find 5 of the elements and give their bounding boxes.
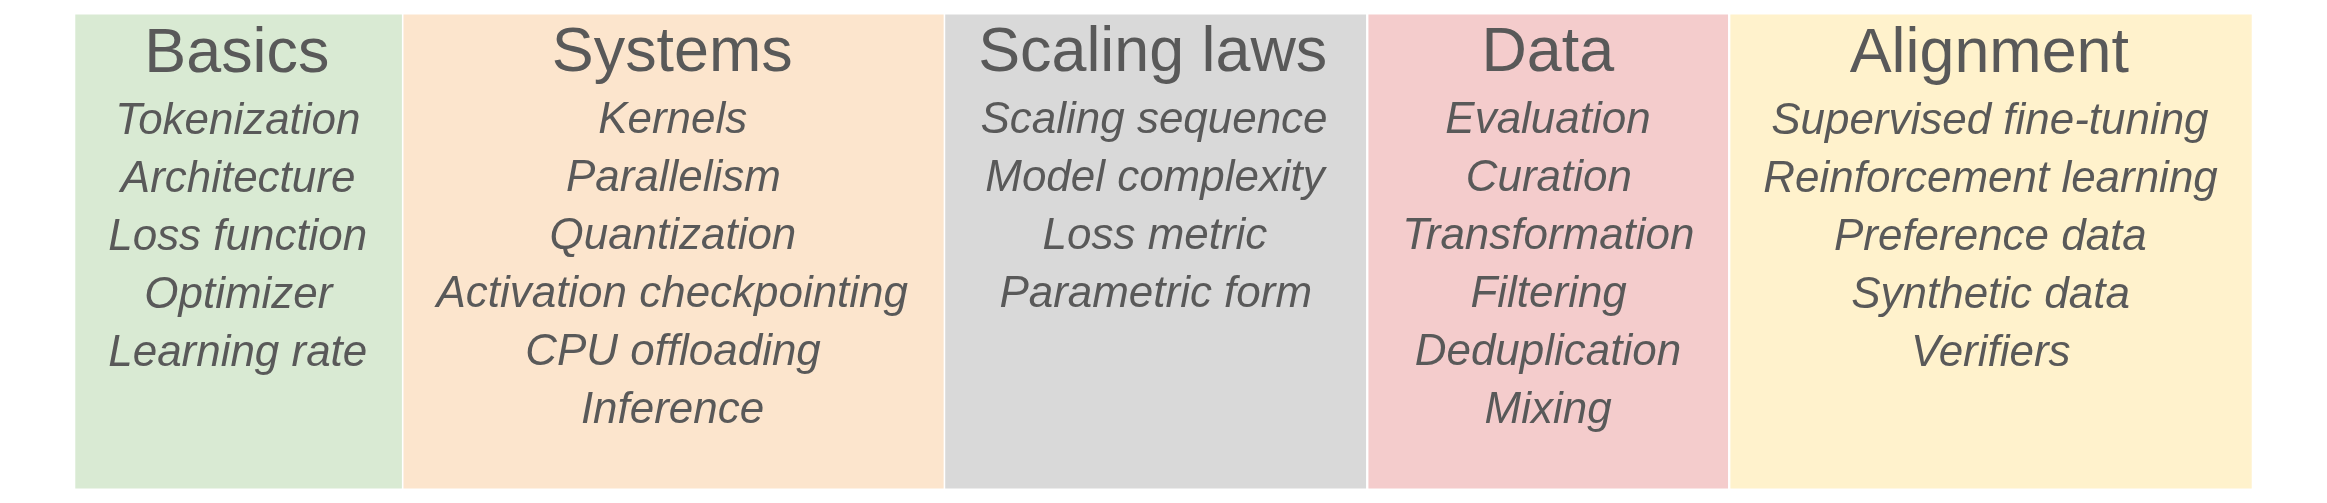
node-box: Data Evaluation Curation Transformation Filtering Deduplication Mixing xyxy=(1368,14,1728,489)
node-box: Systems Kernels Parallelism Quantization Activation checkpointing CPU offloading Inference xyxy=(403,14,944,489)
node-box: Scaling laws Scaling sequence Model complexity Loss metric Parametric form xyxy=(945,14,1367,489)
node-box: Alignment Supervised fine-tuning Reinforcement learning Preference data Synthetic data Verifiers xyxy=(1730,14,2252,489)
node-box: Basics Tokenization Architecture Loss function Optimizer Learning rate xyxy=(75,14,402,489)
